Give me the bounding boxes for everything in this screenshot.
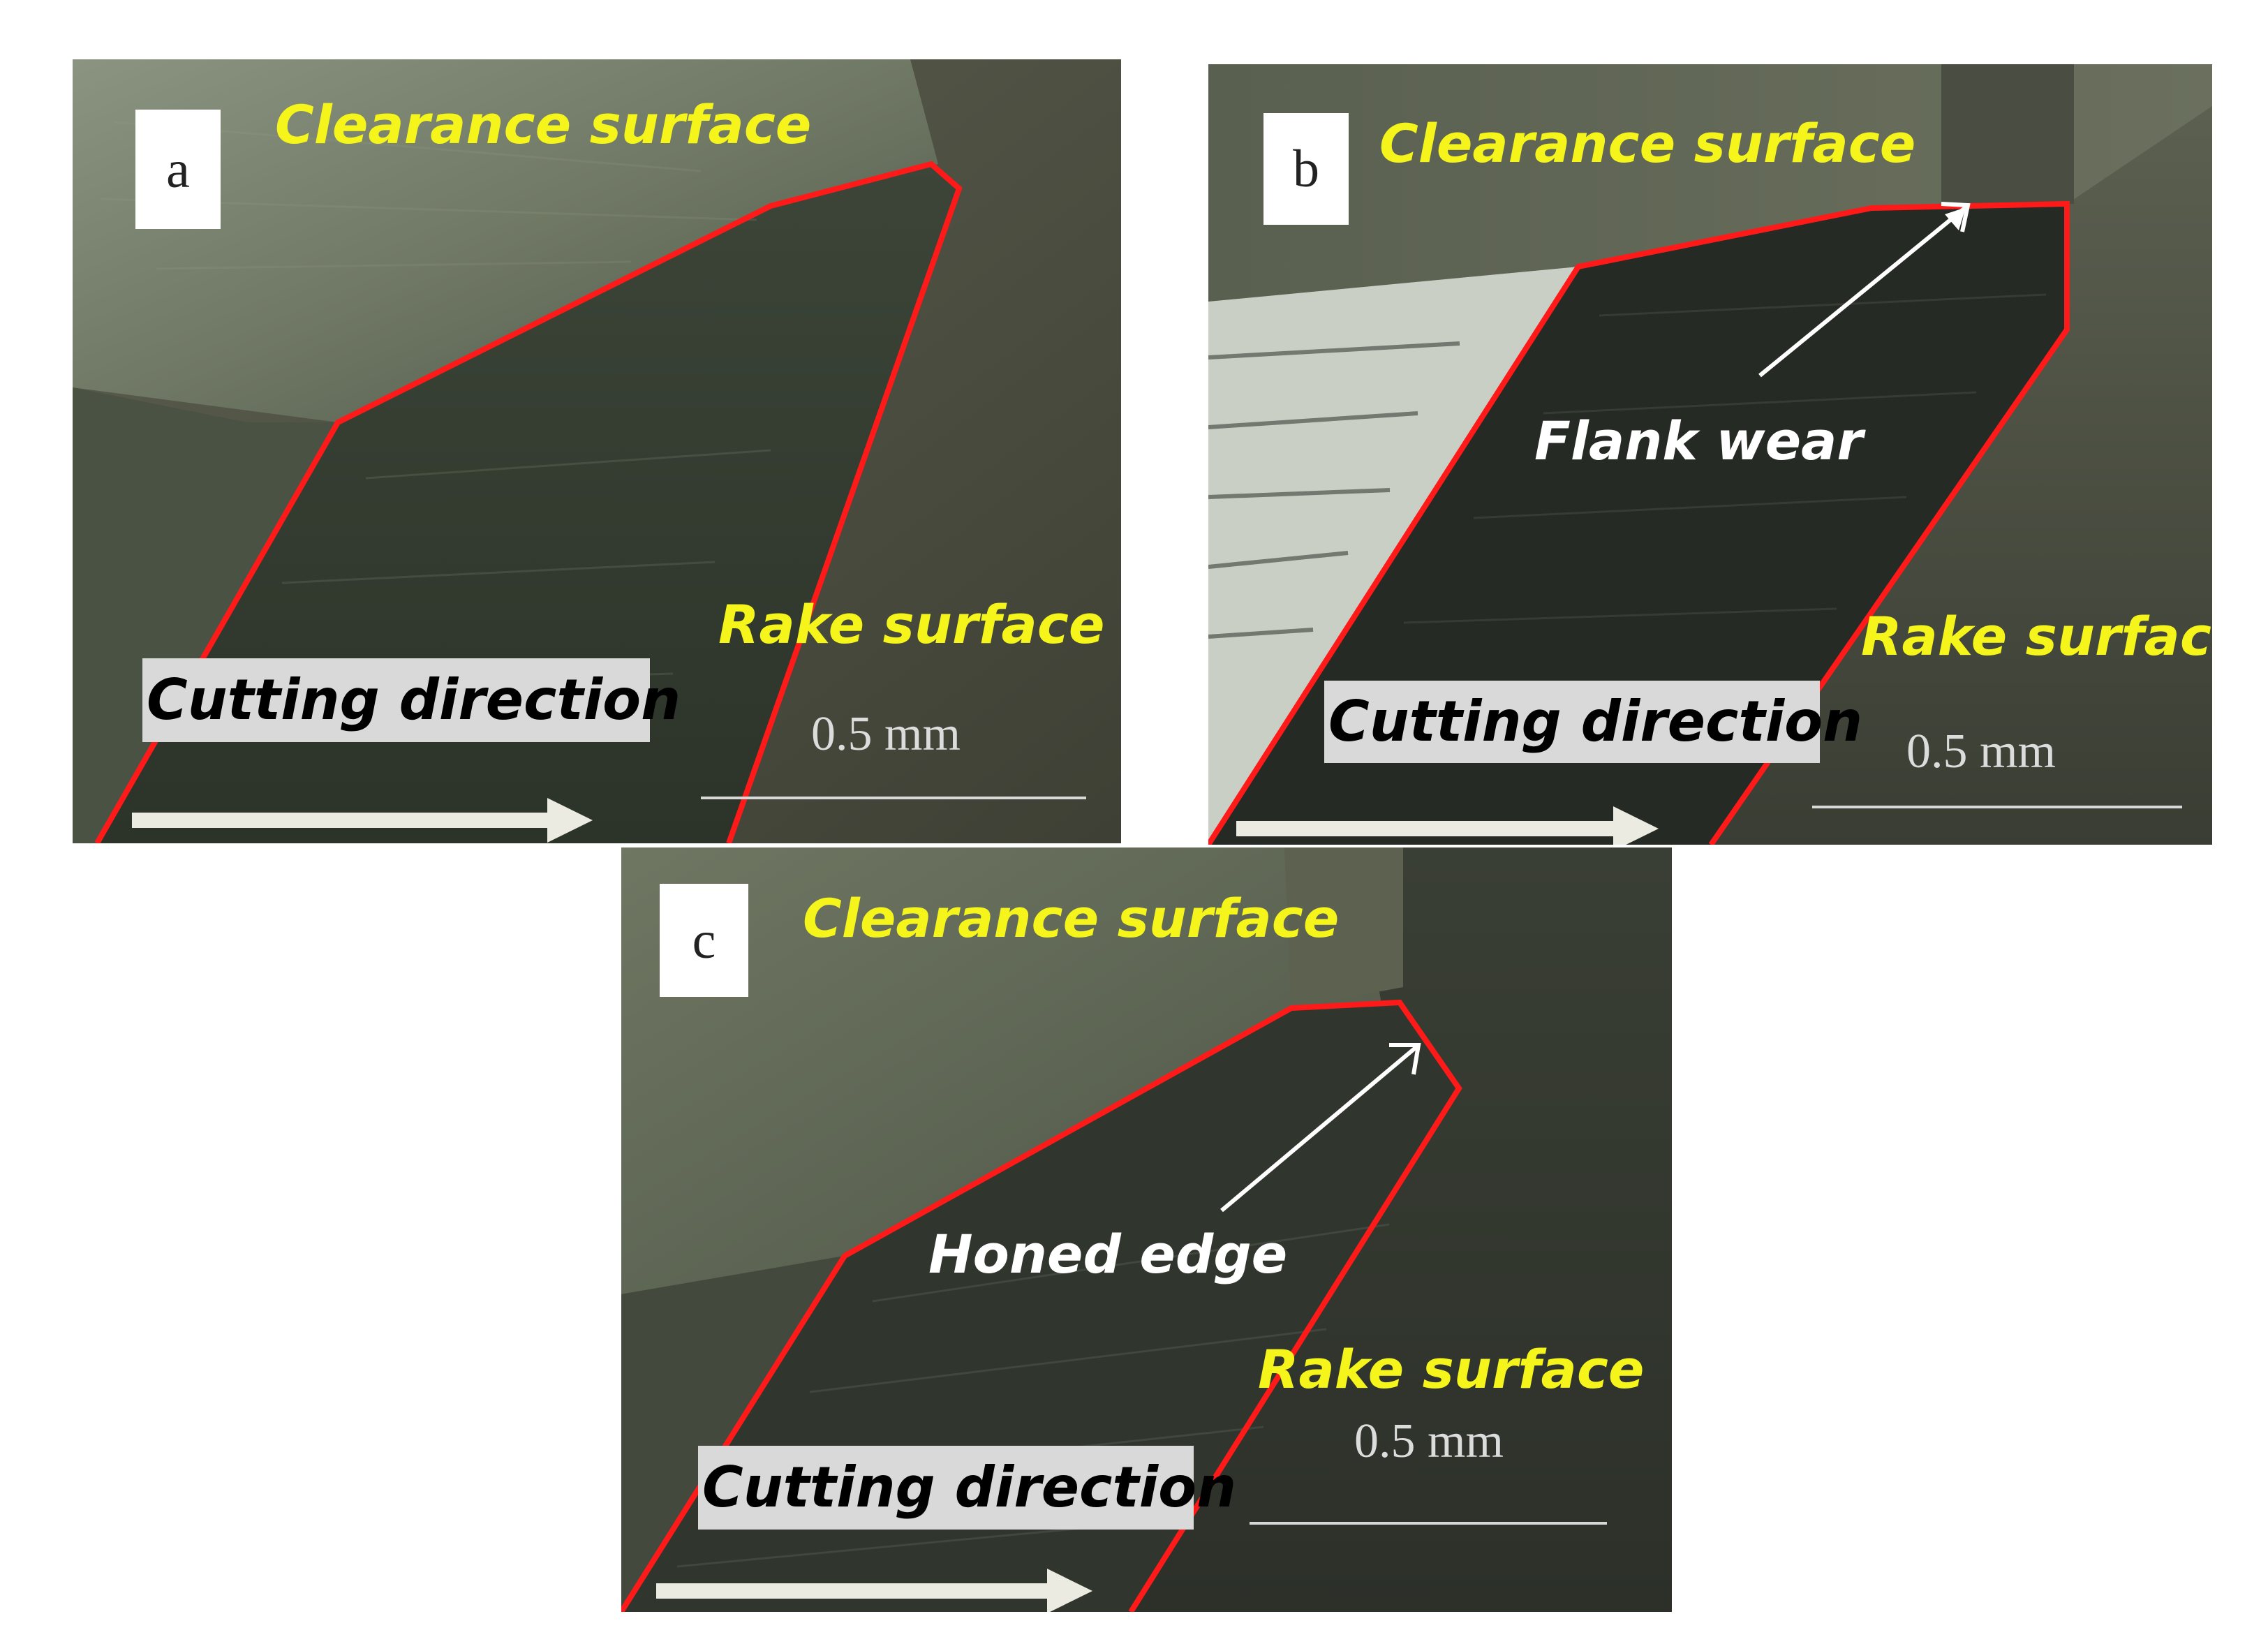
flank-wear-label: Flank wear	[1534, 410, 1863, 472]
scale-bar-b	[1812, 806, 2182, 808]
scale-text-c: 0.5 mm	[1354, 1414, 1504, 1468]
scale-bar-c	[1250, 1522, 1607, 1525]
cutting-direction-label-c: Cutting direction	[698, 1446, 1236, 1530]
micrograph-panel-b: b Clearance surface Flank wear Rake surf…	[1208, 64, 2212, 845]
cutting-direction-label-b: Cutting direction	[1324, 681, 1862, 763]
scale-text-a: 0.5 mm	[811, 707, 961, 761]
micrograph-b-image	[1208, 64, 2212, 845]
tool-outline-c	[621, 999, 1462, 1612]
panel-tag-b: b	[1263, 113, 1349, 225]
clearance-surface-label-a: Clearance surface	[275, 94, 812, 156]
micrograph-panel-a: a Clearance surface Rake surface Cutting…	[73, 59, 1121, 843]
scale-text-b: 0.5 mm	[1906, 725, 2056, 778]
rake-surface-label-c: Rake surface	[1258, 1338, 1645, 1400]
panel-tag-c: c	[660, 884, 748, 997]
rake-surface-label-a: Rake surface	[718, 593, 1105, 656]
honed-edge-label: Honed edge	[928, 1223, 1288, 1285]
panel-tag-a: a	[135, 110, 221, 229]
honed-edge-arrow	[1220, 1044, 1418, 1213]
tool-outline-a	[94, 161, 963, 843]
flank-wear-arrow	[1758, 205, 1967, 378]
cutting-direction-label-a: Cutting direction	[142, 658, 681, 742]
clearance-surface-label-b: Clearance surface	[1379, 112, 1916, 175]
scale-bar-a	[701, 797, 1086, 799]
clearance-surface-label-c: Clearance surface	[803, 887, 1340, 949]
micrograph-panel-c: c Clearance surface Honed edge Rake surf…	[621, 847, 1672, 1612]
rake-surface-label-b: Rake surface	[1861, 605, 2212, 667]
micrograph-a-image	[73, 59, 1121, 843]
